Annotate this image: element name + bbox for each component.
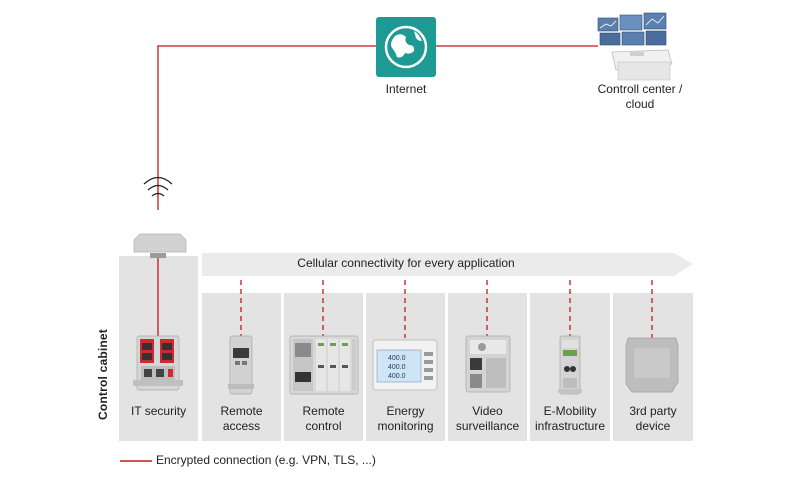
app-label-remote-access: Remote access: [220, 404, 263, 433]
app-label-e-mobility: E-Mobility infrastructure: [534, 404, 606, 433]
signal-icon: [143, 176, 173, 197]
banner-label: Cellular connectivity for every applicat…: [297, 256, 515, 270]
app-label-energy-monitoring: Energy monitoring: [377, 404, 434, 433]
meter-reading-1: 400.0: [388, 355, 406, 362]
app-label-video-surveillance: Video surveillance: [455, 404, 520, 433]
cellular-router-icon: [133, 233, 187, 258]
firewall-device-icon: [133, 335, 183, 391]
control-room-icon: [597, 12, 673, 81]
app-label-remote-control: Remote control: [302, 404, 345, 433]
dashed-links: [240, 280, 653, 338]
encrypted-link-wan: [157, 45, 376, 210]
app-label-third-party: 3rd party device: [629, 404, 677, 433]
video-encoder-icon: [465, 335, 511, 393]
legend-label: Encrypted connection (e.g. VPN, TLS, ...…: [156, 453, 376, 467]
it-security-label: IT security: [130, 404, 187, 418]
meter-reading-3: 400.0: [388, 373, 406, 380]
charging-controller-icon: [558, 335, 582, 395]
control-cabinet-label: Control cabinet: [96, 328, 110, 420]
banner-arrow: [202, 253, 693, 276]
meter-reading-2: 400.0: [388, 364, 406, 371]
remote-access-module-icon: [228, 335, 254, 395]
energy-meter-icon: 400.0 400.0 400.0: [372, 339, 438, 391]
plc-controller-icon: [289, 335, 359, 395]
globe-icon: [376, 17, 436, 77]
control-center-label: Controll center / cloud: [597, 82, 683, 111]
internet-label: Internet: [385, 82, 427, 96]
generic-device-icon: [625, 337, 679, 393]
